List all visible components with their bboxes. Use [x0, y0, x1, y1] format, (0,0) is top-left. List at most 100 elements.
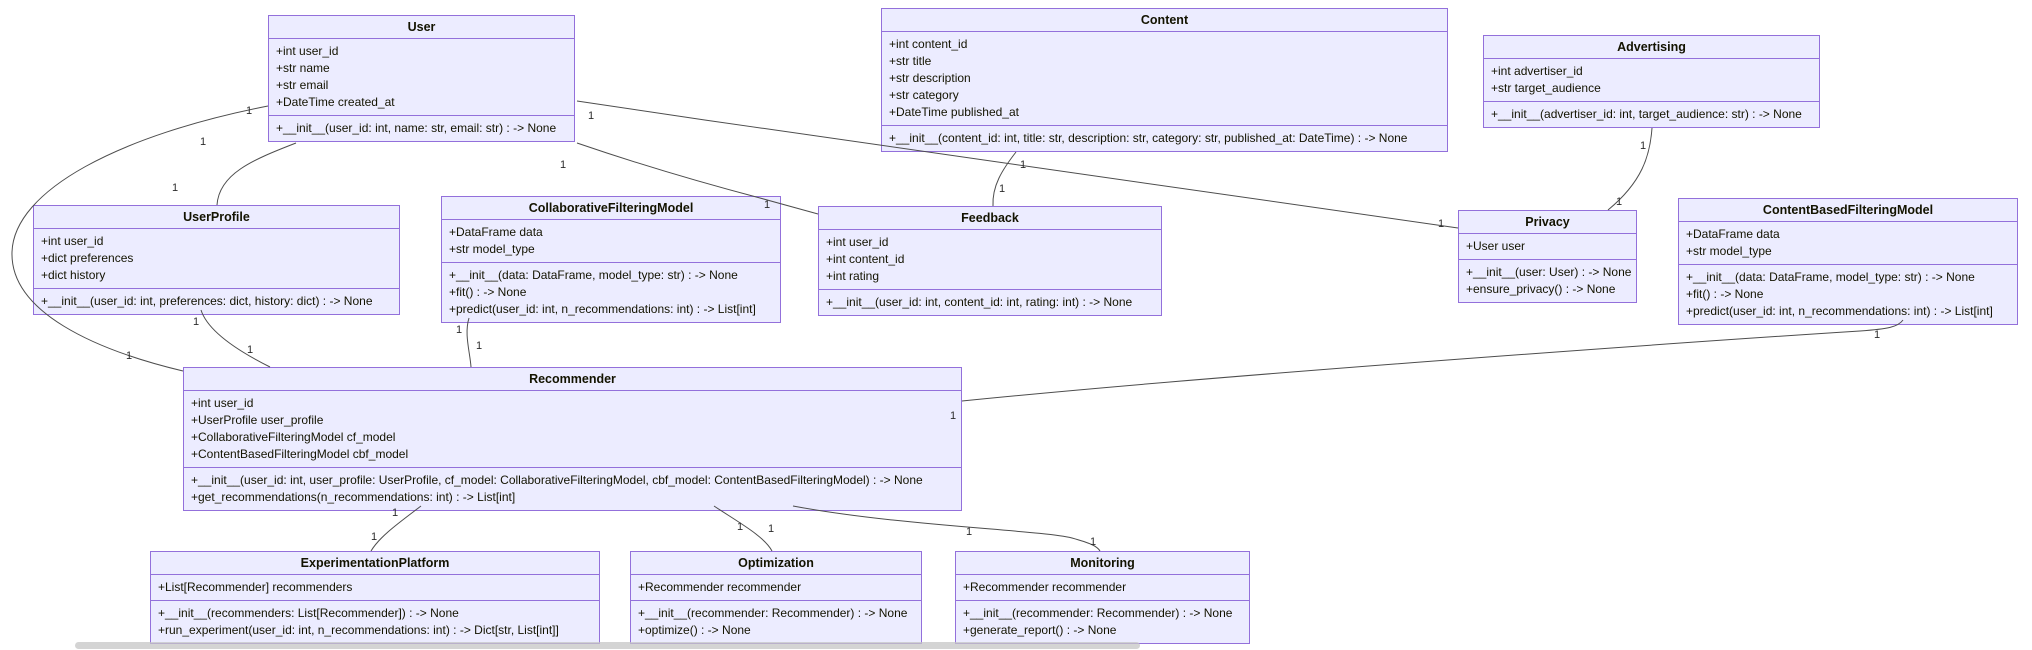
class-Privacy: Privacy+User user+__init__(user: User) :… [1458, 210, 1637, 303]
class-attribute: +int content_id [889, 37, 968, 51]
relationship-UserProfile-Recommender: 11 [193, 309, 271, 368]
class-attribute: +dict history [41, 268, 106, 282]
class-methods-section: +__init__(user: User) : -> None +ensure_p… [1459, 259, 1636, 302]
relationship-Recommender-Monitoring: 11 [792, 505, 1101, 552]
relationship-CollaborativeFilteringModel-Recommender: 11 [456, 317, 482, 368]
class-attribute: +str category [889, 88, 959, 102]
cardinality-label: 1 [126, 350, 132, 362]
class-methods-section: +__init__(advertiser_id: int, target_aud… [1484, 101, 1819, 127]
class-attribute: +List[Recommender] recommenders [158, 580, 353, 594]
class-method: +__init__(user: User) : -> None [1466, 265, 1632, 279]
class-User: User+int user_id+str name+str email+Date… [268, 15, 575, 142]
relationship-Advertising-Privacy: 11 [1607, 127, 1653, 211]
cardinality-label: 1 [193, 316, 199, 328]
class-title: ExperimentationPlatform [151, 552, 599, 575]
class-attribute: +Recommender recommender [638, 580, 802, 594]
class-CollaborativeFilteringModel: CollaborativeFilteringModel+DataFrame da… [441, 196, 781, 323]
class-attribute: +CollaborativeFilteringModel cf_model [191, 430, 396, 444]
class-method: +__init__(recommenders: List[Recommender… [158, 606, 459, 620]
class-Advertising: Advertising+int advertiser_id+str target… [1483, 35, 1820, 128]
class-methods-section: +__init__(user_id: int, user_profile: Us… [184, 467, 961, 510]
class-UserProfile: UserProfile+int user_id+dict preferences… [33, 205, 400, 315]
class-method: +optimize() : -> None [638, 623, 751, 637]
class-Monitoring: Monitoring +Recommender recommender +__ini… [955, 551, 1250, 644]
cardinality-label: 1 [1020, 159, 1026, 171]
class-title: Recommender [184, 368, 961, 391]
class-Optimization: Optimization +Recommender recommender +__i… [630, 551, 922, 644]
class-attribute: +str name [276, 61, 330, 75]
class-attribute: +int rating [826, 269, 880, 283]
class-methods-section: +__init__(data: DataFrame, model_type: s… [442, 262, 780, 322]
cardinality-label: 1 [246, 105, 252, 117]
relationship-ContentBasedFilteringModel-Recommender: 11 [950, 319, 1904, 422]
class-attributes-section: +int user_id+int content_id+int rating [819, 230, 1161, 289]
class-title: CollaborativeFilteringModel [442, 197, 780, 220]
cardinality-label: 1 [966, 526, 972, 538]
relationship-Recommender-ExperimentationPlatform: 11 [370, 505, 422, 552]
cardinality-label: 1 [172, 182, 178, 194]
cardinality-label: 1 [456, 324, 462, 336]
relationship-edge [200, 309, 271, 368]
relationship-Content-Feedback: 11 [992, 151, 1026, 207]
relationship-edge [792, 505, 1101, 552]
relationship-edge [1607, 127, 1653, 211]
cardinality-label: 1 [1874, 329, 1880, 341]
class-attribute: +int advertiser_id [1491, 64, 1583, 78]
class-methods-section: +__init__(user_id: int, name: str, email… [269, 115, 574, 141]
class-title: ContentBasedFilteringModel [1679, 199, 2017, 222]
class-attributes-section: +Recommender recommender [956, 575, 1249, 600]
class-ExperimentationPlatform: ExperimentationPlatform +List[Recommender… [150, 551, 600, 644]
class-method: +__init__(user_id: int, name: str, email… [276, 121, 557, 135]
class-method: +__init__(user_id: int, preferences: dic… [41, 294, 373, 308]
class-attribute: +str model_type [449, 242, 535, 256]
class-methods-section: +__init__(content_id: int, title: str, d… [882, 125, 1447, 151]
relationship-edge [713, 505, 773, 552]
class-method: +predict(user_id: int, n_recommendations… [1686, 304, 1993, 318]
cardinality-label: 1 [200, 136, 206, 148]
class-method: +ensure_privacy() : -> None [1466, 282, 1616, 296]
class-attribute: +int user_id [826, 235, 889, 249]
cardinality-label: 1 [588, 110, 594, 122]
cardinality-label: 1 [1438, 218, 1444, 230]
class-Content: Content+int content_id+str title+str des… [881, 8, 1448, 152]
class-method: +get_recommendations(n_recommendations: … [191, 490, 516, 504]
class-method: +__init__(user_id: int, user_profile: Us… [191, 473, 923, 487]
cardinality-label: 1 [1640, 140, 1646, 152]
cardinality-label: 1 [737, 521, 743, 533]
class-title: UserProfile [34, 206, 399, 229]
horizontal-scrollbar-thumb[interactable] [75, 642, 1140, 649]
class-method: +__init__(advertiser_id: int, target_aud… [1491, 107, 1802, 121]
class-title: User [269, 16, 574, 39]
cardinality-label: 1 [768, 523, 774, 535]
class-attributes-section: +DataFrame data +str model_type [442, 220, 780, 262]
class-methods-section: +__init__(recommender: Recommender) : ->… [956, 600, 1249, 643]
class-attribute: +ContentBasedFilteringModel cbf_model [191, 447, 409, 461]
cardinality-label: 1 [1090, 536, 1096, 548]
class-method: +generate_report() : -> None [963, 623, 1117, 637]
class-attribute: +int user_id [191, 396, 254, 410]
class-method: +run_experiment(user_id: int, n_recommen… [158, 623, 559, 637]
class-Recommender: Recommender+int user_id+UserProfile user… [183, 367, 962, 511]
class-attribute: +str email [276, 78, 329, 92]
class-attributes-section: +DataFrame data+str model_type [1679, 222, 2017, 264]
class-method: +__init__(recommender: Recommender) : ->… [638, 606, 908, 620]
class-title: Content [882, 9, 1447, 32]
class-attribute: +User user [1466, 239, 1526, 253]
class-attribute: +Recommender recommender [963, 580, 1127, 594]
class-method: +__init__(content_id: int, title: str, d… [889, 131, 1408, 145]
relationship-edge [216, 142, 297, 206]
class-method: +__init__(data: DataFrame, model_type: s… [449, 268, 738, 282]
class-attribute: +DateTime published_at [889, 105, 1019, 119]
relationship-edge [466, 317, 472, 368]
class-title: Monitoring [956, 552, 1249, 575]
class-title: Optimization [631, 552, 921, 575]
class-attribute: +DataFrame data [449, 225, 543, 239]
class-attributes-section: +User user [1459, 234, 1636, 259]
class-method: +fit() : -> None [449, 285, 527, 299]
class-attribute: +str model_type [1686, 244, 1772, 258]
cardinality-label: 1 [1616, 196, 1622, 208]
class-attribute: +dict preferences [41, 251, 134, 265]
class-attribute: +str title [889, 54, 932, 68]
class-attributes-section: +int advertiser_id+str target_audience [1484, 59, 1819, 101]
class-attributes-section: +Recommender recommender [631, 575, 921, 600]
